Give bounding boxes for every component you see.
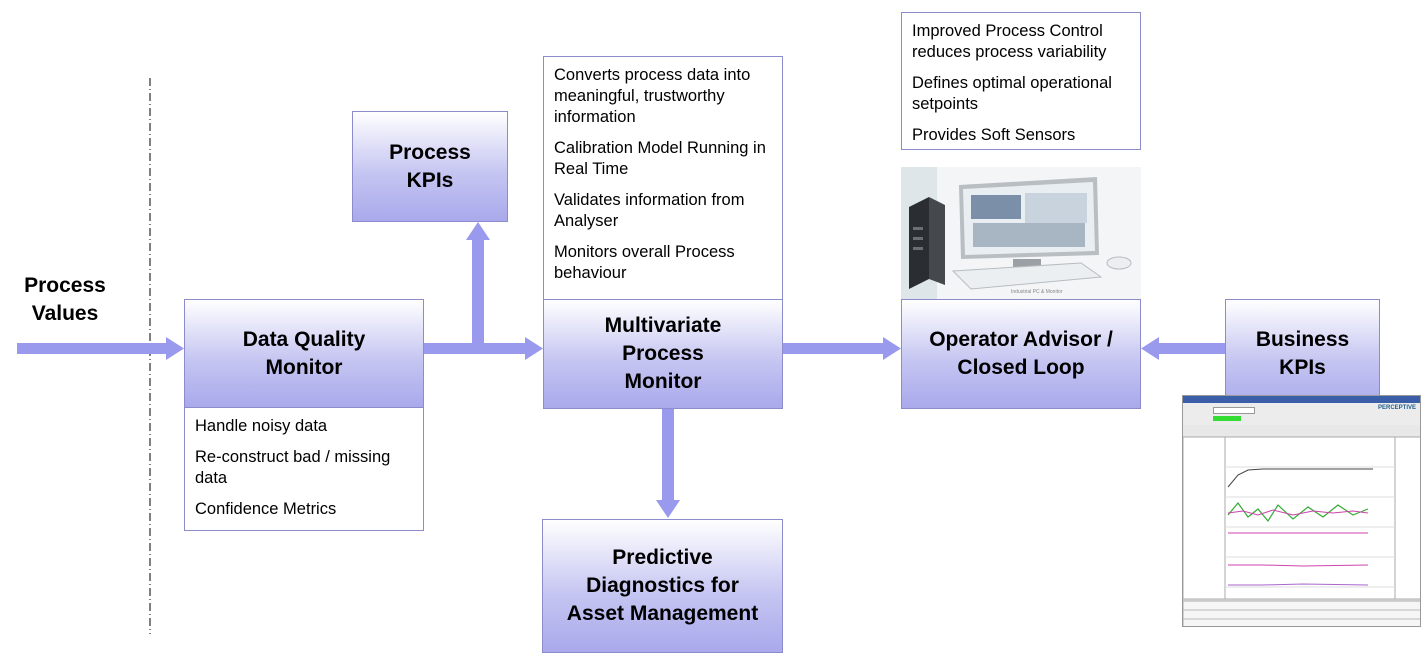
- data-quality-monitor-box: Data Quality Monitor: [184, 299, 424, 408]
- predictive-diagnostics-box: Predictive Diagnostics for Asset Managem…: [542, 519, 783, 653]
- computer-illustration: [901, 167, 1132, 300]
- hmi-titlebar: [1183, 396, 1420, 403]
- arrow-business-to-operator: [1158, 343, 1225, 354]
- process-kpis-box: Process KPIs: [352, 111, 508, 222]
- arrow-mpm-to-operator: [782, 343, 884, 354]
- boundary-divider: [149, 78, 151, 634]
- note-item: Re-construct bad / missing data: [195, 448, 391, 487]
- note-item: Validates information from Analyser: [554, 191, 745, 230]
- note-item: Defines optimal operational setpoints: [912, 74, 1112, 113]
- data-quality-notes: Handle noisy data Re-construct bad / mis…: [184, 407, 424, 531]
- business-kpis-box: Business KPIs: [1225, 299, 1380, 409]
- hmi-toolbar: PERCEPTIVE: [1183, 403, 1420, 425]
- note-item: Converts process data into meaningful, t…: [554, 66, 751, 126]
- multivariate-monitor-box: Multivariate Process Monitor: [543, 299, 783, 409]
- process-values-label: Process Values: [24, 274, 106, 325]
- computer-caption: Industrial PC & Monitor: [1011, 289, 1063, 295]
- multivariate-notes: Converts process data into meaningful, t…: [543, 56, 783, 300]
- hmi-screenshot: PERCEPTIVE: [1182, 395, 1421, 627]
- note-item: Improved Process Control reduces process…: [912, 22, 1107, 61]
- arrow-to-process-kpis: [472, 238, 484, 348]
- hmi-brand: PERCEPTIVE: [1377, 405, 1416, 411]
- hmi-trend-area: [1183, 436, 1420, 626]
- arrow-process-values: [17, 343, 167, 354]
- note-item: Handle noisy data: [195, 417, 328, 435]
- note-item: Confidence Metrics: [195, 500, 337, 518]
- operator-notes: Improved Process Control reduces process…: [901, 12, 1141, 150]
- operator-advisor-box: Operator Advisor / Closed Loop: [901, 299, 1141, 409]
- note-item: Calibration Model Running in Real Time: [554, 139, 766, 178]
- note-item: Provides Soft Sensors: [912, 126, 1076, 144]
- industrial-pc-image: Industrial PC & Monitor: [901, 167, 1141, 300]
- arrow-dqm-to-mpm: [424, 343, 526, 354]
- arrow-to-predictive: [662, 409, 674, 501]
- note-item: Monitors overall Process behaviour: [554, 243, 735, 282]
